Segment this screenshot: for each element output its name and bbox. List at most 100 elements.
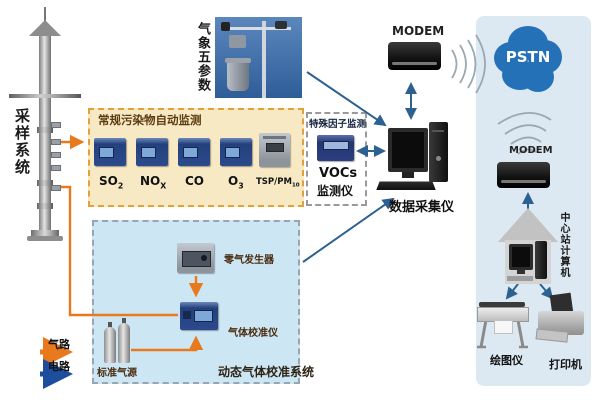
calibrator-slot bbox=[183, 311, 191, 319]
tower-ring bbox=[37, 203, 53, 209]
photo-shield-cap bbox=[225, 58, 251, 63]
cloud-lobe bbox=[522, 62, 554, 92]
central-tower bbox=[535, 241, 547, 279]
modem-stripe bbox=[501, 180, 546, 183]
legend-electric-label: 电路 bbox=[48, 360, 70, 373]
nox-label: NOX bbox=[140, 174, 166, 190]
collector-monitor-screen bbox=[392, 132, 424, 168]
zero-gas-knob bbox=[201, 255, 207, 261]
data-collector-label: 数据采集仪 bbox=[389, 200, 455, 215]
tsp-label-text: TSP/PM bbox=[256, 177, 292, 187]
vocs-line2: 监测仪 bbox=[317, 184, 354, 198]
gas-cylinder bbox=[118, 323, 130, 363]
plotter-icon bbox=[477, 302, 529, 334]
tower-spike bbox=[44, 7, 46, 21]
tower-sampling-port bbox=[51, 165, 61, 171]
o3-label: O3 bbox=[228, 174, 244, 190]
photo-crossarm bbox=[225, 27, 291, 30]
printer-label: 打印机 bbox=[549, 358, 582, 371]
legend-gas-label: 气路 bbox=[48, 338, 70, 351]
central-station-label: 中心站计算机 bbox=[558, 212, 569, 278]
gas-cylinder bbox=[104, 327, 116, 363]
tower-sampling-port bbox=[51, 185, 61, 191]
photo-radiation-shield bbox=[227, 61, 249, 91]
wireless-waves-pstn-modem2 bbox=[497, 112, 552, 155]
analyzer-screen bbox=[183, 147, 198, 158]
printer-output-tray bbox=[535, 328, 569, 343]
analyzer-screen bbox=[141, 147, 156, 158]
analyzer-box-title: 常规污染物自动监测 bbox=[98, 113, 202, 127]
central-monitor-screen bbox=[512, 247, 530, 267]
tower-sampling-port bbox=[51, 152, 61, 158]
gas-calibrator-icon bbox=[180, 302, 218, 330]
standard-gas-label: 标准气源 bbox=[97, 368, 137, 379]
analyzer-screen bbox=[225, 147, 240, 158]
cylinder-valve bbox=[108, 322, 112, 328]
tower-base bbox=[31, 230, 59, 236]
analyzer-screen bbox=[99, 147, 114, 158]
so2-label-text: SO bbox=[99, 174, 118, 188]
tsp-label: TSP/PM10 bbox=[256, 177, 300, 189]
so2-analyzer-icon bbox=[94, 138, 126, 166]
pstn-label: PSTN bbox=[505, 48, 551, 66]
tower-button bbox=[436, 156, 441, 161]
plotter-sheet bbox=[494, 320, 513, 334]
tsp-label-sub: 10 bbox=[291, 182, 300, 189]
tower-base-plate bbox=[27, 236, 63, 241]
nox-analyzer-icon bbox=[136, 138, 168, 166]
tower-crossbar bbox=[9, 94, 81, 98]
central-station-house-icon bbox=[498, 208, 558, 284]
collector-monitor-stand bbox=[402, 172, 414, 178]
co-label-text: CO bbox=[185, 174, 205, 188]
collector-keyboard bbox=[376, 181, 436, 190]
modem-right-icon bbox=[497, 162, 550, 188]
standard-gas-cylinders-icon bbox=[102, 318, 134, 364]
plotter-label: 绘图仪 bbox=[490, 354, 523, 367]
o3-analyzer-icon bbox=[220, 138, 252, 166]
line-weather-to-collector bbox=[306, 71, 387, 127]
modem-right-label: MODEM bbox=[509, 145, 553, 156]
data-collector-icon bbox=[375, 120, 450, 196]
so2-label: SO2 bbox=[99, 174, 123, 190]
plotter-roll bbox=[479, 302, 525, 307]
central-keyboard bbox=[507, 276, 533, 281]
cylinder-valve bbox=[122, 318, 126, 324]
co-label: CO bbox=[185, 174, 204, 190]
printer-icon bbox=[535, 292, 586, 346]
calibrator-screen bbox=[194, 310, 213, 322]
photo-sensor bbox=[221, 22, 230, 31]
photo-instrument-unit bbox=[229, 35, 246, 48]
tower-sampling-port bbox=[51, 122, 61, 128]
vocs-screen bbox=[323, 141, 349, 150]
tower-sampling-port bbox=[51, 139, 61, 145]
modem-top-label: MODEM bbox=[392, 24, 445, 38]
o3-label-sub: 3 bbox=[238, 181, 244, 191]
co-analyzer-icon bbox=[178, 138, 210, 166]
tower-cap bbox=[29, 20, 61, 36]
modem-stripe bbox=[392, 62, 437, 65]
modem-top-icon bbox=[388, 42, 441, 70]
sampler-slot bbox=[263, 136, 286, 139]
calibration-box-title: 动态气体校准系统 bbox=[218, 365, 315, 379]
gas-calibrator-label: 气体校准仪 bbox=[228, 328, 278, 339]
so2-label-sub: 2 bbox=[117, 181, 124, 191]
sampler-screen bbox=[266, 143, 284, 152]
o3-label-text: O bbox=[228, 174, 239, 188]
line-calibration-to-collector bbox=[302, 197, 395, 263]
zero-gas-generator-icon bbox=[177, 243, 214, 273]
nox-label-sub: X bbox=[160, 181, 167, 191]
central-monitor bbox=[509, 244, 533, 270]
tower-ring bbox=[37, 127, 53, 133]
photo-sensor bbox=[275, 21, 287, 29]
gas-line-cylinders-to-calibrator bbox=[131, 335, 204, 352]
line-house-to-plotter bbox=[505, 283, 519, 300]
photo-mast bbox=[262, 21, 266, 98]
central-monitor-stand bbox=[517, 270, 525, 274]
sampling-system-label: 采样系统 bbox=[13, 108, 31, 176]
vocs-line1: VOCs bbox=[319, 166, 358, 181]
nox-label-text: NO bbox=[140, 174, 161, 188]
wireless-waves-modem-pstn bbox=[451, 34, 486, 94]
tower-slot bbox=[432, 130, 444, 132]
zero-gas-label: 零气发生器 bbox=[224, 255, 274, 266]
